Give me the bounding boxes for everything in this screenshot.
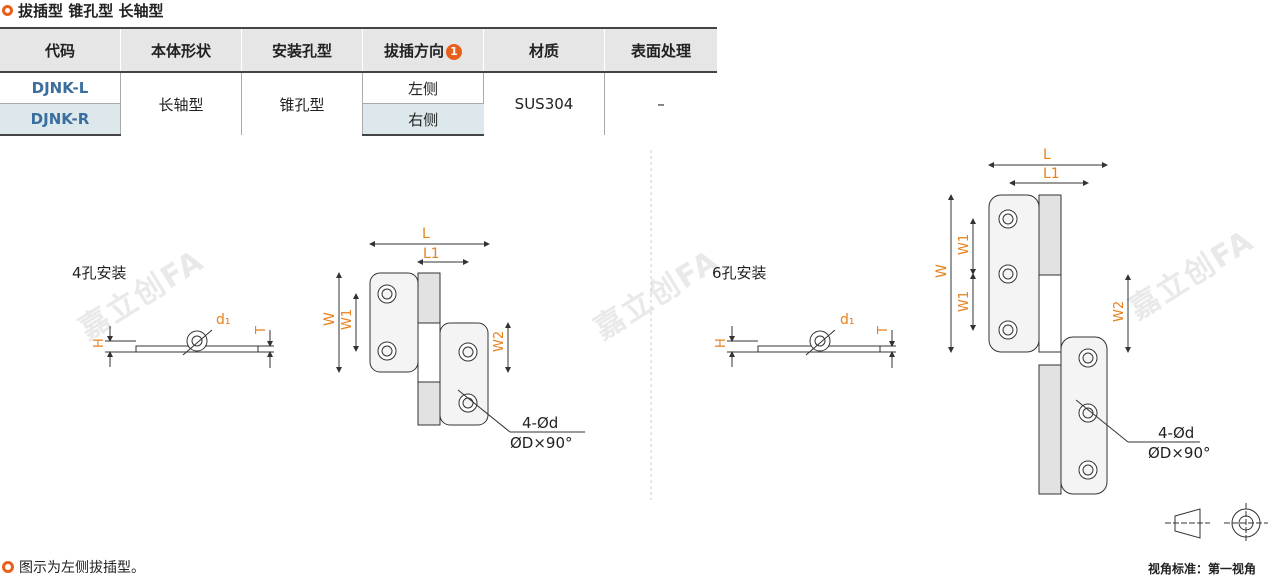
dim-d1: d₁ — [216, 312, 231, 328]
dim-W1: W1 — [340, 309, 355, 330]
code-cell: DJNK-R — [0, 103, 121, 136]
note-bullet-icon — [2, 561, 14, 573]
col-code: 代码 — [0, 27, 121, 73]
label-4-hole: 4孔安装 — [72, 264, 127, 282]
dim-d1: d₁ — [840, 312, 855, 328]
col-finish: 表面处理 — [604, 27, 717, 73]
dim-W2: W2 — [492, 331, 507, 352]
finish-cell: – — [657, 95, 665, 113]
note-badge-icon: 1 — [446, 43, 462, 60]
hole-note: 4-Ød — [522, 414, 558, 432]
hole-note: 4-Ød — [1158, 424, 1194, 442]
section-title-text: 拔插型 锥孔型 长轴型 — [18, 1, 164, 20]
label-6-hole: 6孔安装 — [712, 264, 767, 282]
footer-note: 图示为左侧拔插型。 — [2, 557, 145, 577]
dim-T: T — [876, 326, 891, 335]
footer-note-text: 图示为左侧拔插型。 — [19, 560, 145, 576]
dim-T: T — [254, 326, 269, 335]
countersink-note: ØD×90° — [1148, 444, 1211, 462]
direction-cell: 右侧 — [362, 103, 484, 136]
dim-L: L — [422, 226, 430, 242]
dim-W1: W1 — [957, 291, 972, 312]
first-angle-projection-icon — [1165, 503, 1268, 543]
dim-L: L — [1043, 147, 1051, 163]
hole-type-cell: 锥孔型 — [241, 72, 363, 135]
code-cell: DJNK-L — [0, 72, 121, 104]
material-cell: SUS304 — [483, 72, 605, 135]
dim-W1: W1 — [957, 234, 972, 255]
section-title: 拔插型 锥孔型 长轴型 — [2, 0, 163, 20]
col-shape: 本体形状 — [120, 27, 242, 73]
col-hole-type: 安装孔型 — [241, 27, 363, 73]
shape-cell: 长轴型 — [120, 72, 242, 135]
table-row: DJNK-L 长轴型 锥孔型 左侧 SUS304 – — [0, 72, 717, 135]
projection-standard: 视角标准：第一视角 — [1148, 562, 1257, 576]
dim-W: W — [934, 264, 950, 278]
direction-cell: 左侧 — [362, 72, 484, 104]
col-material: 材质 — [483, 27, 605, 73]
dim-W: W — [322, 312, 338, 326]
dim-W2: W2 — [1112, 301, 1127, 322]
ring-bullet-icon — [2, 4, 13, 16]
table-row: DJNK-R 右侧 — [0, 103, 717, 136]
dim-H: H — [92, 338, 107, 348]
dim-L1: L1 — [1043, 166, 1060, 182]
dim-L1: L1 — [423, 246, 440, 262]
dim-H: H — [714, 338, 729, 348]
countersink-note: ØD×90° — [510, 434, 573, 452]
